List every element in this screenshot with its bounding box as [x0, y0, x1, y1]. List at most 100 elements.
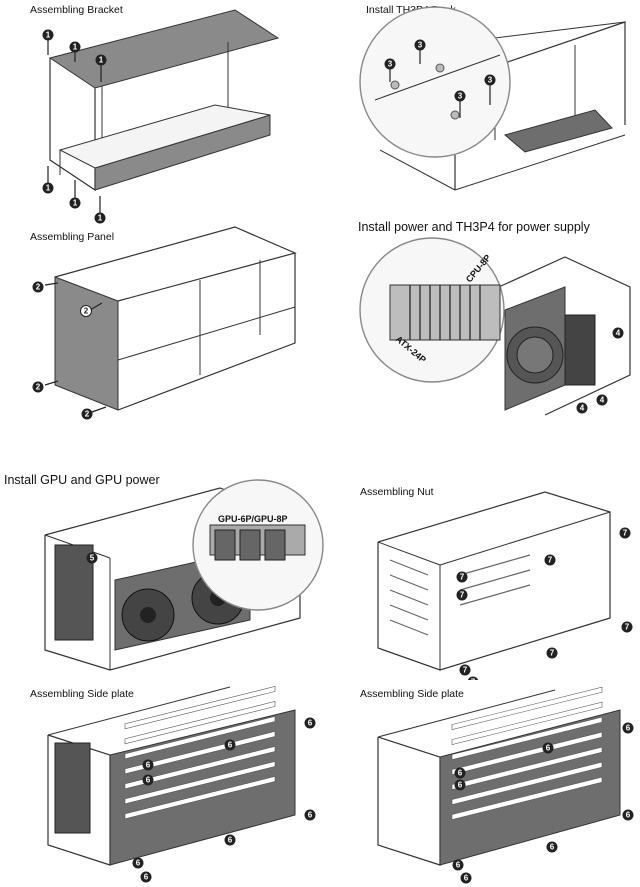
step-title: Assembling Panel: [30, 231, 115, 243]
step-number-badge: 1: [69, 197, 81, 209]
svg-text:6: 6: [228, 741, 233, 750]
step-number-badge: 6: [142, 759, 154, 771]
svg-text:3: 3: [458, 92, 463, 101]
svg-text:4: 4: [580, 404, 585, 413]
step-assembling-bracket: Assembling Bracket 1 1 1 1 1 1: [0, 0, 320, 225]
step-number-badge: 6: [454, 767, 466, 779]
step-badges: 2 2 2 2: [32, 281, 93, 420]
svg-text:6: 6: [136, 859, 141, 868]
svg-text:6: 6: [626, 724, 631, 733]
step-number-badge: 6: [454, 779, 466, 791]
step-number-badge: 6: [224, 834, 236, 846]
svg-text:2: 2: [84, 307, 89, 316]
svg-text:3: 3: [388, 60, 393, 69]
step-number-badge: 4: [596, 394, 608, 406]
step-number-badge: 6: [140, 871, 152, 883]
step-number-badge: 1: [42, 29, 54, 41]
step-number-badge: 4: [576, 402, 588, 414]
svg-text:6: 6: [228, 836, 233, 845]
step-number-badge: 1: [95, 54, 107, 66]
svg-text:3: 3: [488, 76, 493, 85]
step-number-badge: 6: [460, 872, 472, 884]
svg-text:7: 7: [623, 529, 628, 538]
step-number-badge: 1: [69, 41, 81, 53]
gpu-illustration: GPU-6P/GPU-8P: [44, 479, 324, 671]
svg-text:7: 7: [548, 556, 553, 565]
svg-text:7: 7: [463, 666, 468, 675]
dock-illustration: [359, 6, 626, 191]
step-install-power: Install power and TH3P4 for power supply…: [320, 215, 640, 445]
svg-text:6: 6: [458, 781, 463, 790]
svg-text:3: 3: [418, 41, 423, 50]
svg-text:7: 7: [625, 623, 630, 632]
svg-text:5: 5: [90, 554, 95, 563]
svg-text:1: 1: [73, 43, 78, 52]
power-illustration: CPU-8P ATX-24P: [359, 237, 631, 416]
step-title: Assembling Side plate: [30, 688, 134, 700]
svg-text:6: 6: [144, 873, 149, 882]
step-number-badge: 3: [384, 58, 396, 70]
step-badges: 1 1 1 1 1 1: [42, 29, 107, 224]
step-number-badge: 7: [621, 621, 633, 633]
step-title: Assembling Bracket: [30, 4, 123, 16]
step-title: Install power and TH3P4 for power supply: [358, 220, 590, 234]
step-number-badge: 7: [546, 647, 558, 659]
step-number-badge: 6: [304, 717, 316, 729]
step-number-badge: 5: [86, 552, 98, 564]
svg-text:4: 4: [600, 396, 605, 405]
bracket-illustration: [47, 9, 280, 213]
panel-illustration: [44, 226, 297, 413]
svg-text:4: 4: [616, 329, 621, 338]
step-assembling-nut: Assembling Nut 7 7 7 7 7 7 7 7: [330, 480, 640, 680]
svg-text:1: 1: [46, 184, 51, 193]
step-number-badge: 3: [414, 39, 426, 51]
svg-text:6: 6: [546, 744, 551, 753]
step-number-badge: 6: [452, 859, 464, 871]
step-number-badge: 1: [94, 212, 106, 224]
svg-text:7: 7: [471, 678, 476, 681]
svg-text:2: 2: [85, 410, 90, 419]
svg-text:6: 6: [456, 861, 461, 870]
svg-text:2: 2: [36, 283, 41, 292]
step-number-badge: 6: [304, 809, 316, 821]
svg-text:6: 6: [458, 769, 463, 778]
step-install-gpu: Install GPU and GPU power GPU-6P/GPU-8P …: [0, 470, 330, 680]
step-badges: 5: [86, 552, 98, 564]
step-number-badge: 3: [484, 74, 496, 86]
step-badges: 6 6 6 6 6 6 6 6: [132, 717, 316, 883]
step-number-badge: 7: [467, 676, 479, 681]
step-number-badge: 7: [544, 554, 556, 566]
step-number-badge: 7: [619, 527, 631, 539]
step-number-badge: 7: [456, 589, 468, 601]
svg-text:1: 1: [98, 214, 103, 223]
step-number-badge: 2: [81, 408, 93, 420]
step-number-badge: 3: [454, 90, 466, 102]
step-number-badge: 2: [32, 381, 44, 393]
svg-text:6: 6: [626, 811, 631, 820]
svg-text:6: 6: [550, 843, 555, 852]
gpu-power-label: GPU-6P/GPU-8P: [218, 514, 288, 524]
step-number-badge: 1: [42, 182, 54, 194]
step-assembling-panel: Assembling Panel 2 2 2 2: [0, 225, 320, 440]
step-number-badge: 6: [542, 742, 554, 754]
svg-text:7: 7: [460, 591, 465, 600]
svg-text:6: 6: [308, 811, 313, 820]
svg-text:1: 1: [73, 199, 78, 208]
svg-text:6: 6: [308, 719, 313, 728]
step-title: Assembling Side plate: [360, 688, 464, 700]
step-badges: 6 6 6 6 6 6 6 6: [452, 722, 634, 884]
step-number-badge: 2: [32, 281, 44, 293]
step-number-badge: 6: [224, 739, 236, 751]
step-badges: 4 4 4: [576, 327, 624, 414]
nut-illustration: [377, 491, 611, 671]
svg-text:7: 7: [460, 573, 465, 582]
step-badges: 3 3 3 3: [384, 39, 496, 102]
svg-text:2: 2: [36, 383, 41, 392]
step-number-badge: 7: [456, 571, 468, 583]
step-assembling-side-plate-left: Assembling Side plate 6 6 6 6 6 6 6 6: [0, 685, 330, 887]
step-number-badge: 2: [80, 305, 92, 317]
svg-text:7: 7: [550, 649, 555, 658]
step-assembling-side-plate-right: Assembling Side plate 6 6 6 6 6 6 6 6: [330, 685, 640, 887]
svg-text:1: 1: [99, 56, 104, 65]
side-plate-left-illustration: [47, 686, 296, 866]
